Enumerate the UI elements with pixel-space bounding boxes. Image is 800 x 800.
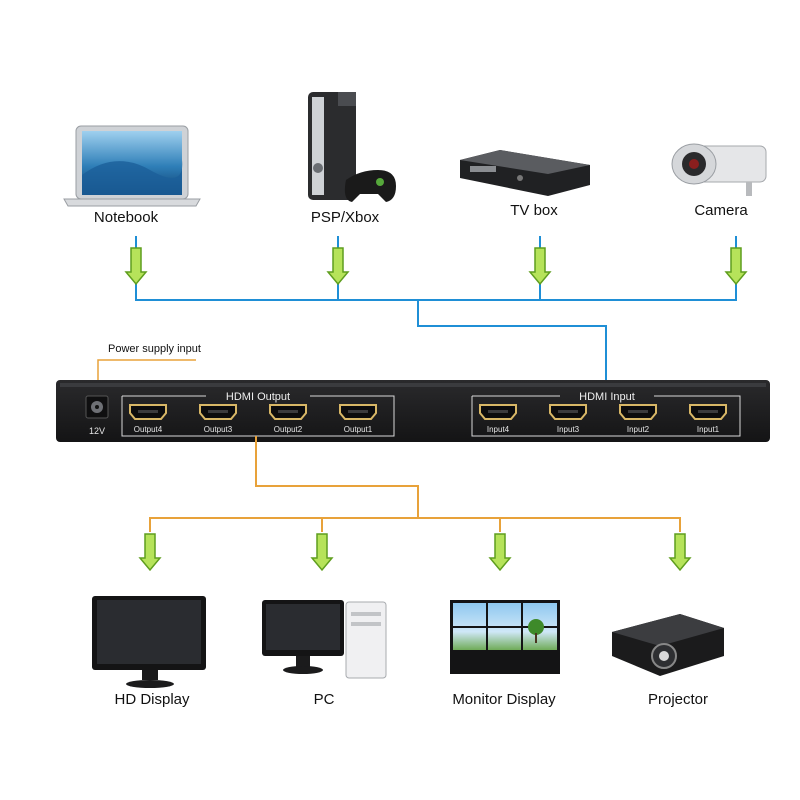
security-camera-icon: [671, 143, 767, 196]
hdmi-output-port-2-label: Output2: [274, 425, 303, 434]
input-arrow-1: [124, 247, 148, 286]
svg-text:HDMI Output: HDMI Output: [226, 391, 290, 403]
hdmi-input-port-4-label: Input4: [487, 425, 510, 434]
input-arrow-3: [528, 247, 552, 286]
hdmi-output-port-2: Output2: [269, 404, 307, 434]
input-arrow-4: [724, 247, 748, 286]
hdmi-output-port-4: Output4: [129, 404, 167, 434]
hdmi-input-group: HDMI Input: [471, 391, 741, 437]
display-label-1: HD Display: [114, 691, 190, 708]
svg-text:12V: 12V: [89, 426, 105, 436]
hdmi-input-port-1-label: Input1: [697, 425, 720, 434]
power-port: 12V: [85, 395, 109, 436]
input-wiring: [135, 236, 737, 392]
hdmi-input-port-2-label: Input2: [627, 425, 650, 434]
game-console-icon: [308, 92, 396, 202]
source-label-4: Camera: [694, 202, 748, 219]
video-wall-icon: [450, 600, 560, 674]
hdmi-matrix-device: 12V HDMI Output HDMI Input Output4 Output…: [56, 380, 770, 442]
set-top-box-icon: [460, 150, 590, 196]
source-label-3: TV box: [510, 202, 558, 219]
output-arrow-2: [310, 533, 334, 572]
display-label-4: Projector: [648, 691, 708, 708]
hdmi-input-port-2: Input2: [619, 404, 657, 434]
display-label-2: PC: [314, 691, 335, 708]
projector-icon: [612, 614, 724, 676]
hdmi-output-port-3-label: Output3: [204, 425, 233, 434]
hdmi-input-port-3: Input3: [549, 404, 587, 434]
output-arrow-3: [488, 533, 512, 572]
hdmi-output-port-3: Output3: [199, 404, 237, 434]
source-label-1: Notebook: [94, 209, 159, 226]
laptop-icon: [63, 125, 201, 207]
hdmi-output-group: HDMI Output: [121, 391, 395, 437]
source-label-2: PSP/Xbox: [311, 209, 380, 226]
output-arrow-1: [138, 533, 162, 572]
hdmi-input-port-3-label: Input3: [557, 425, 580, 434]
svg-text:HDMI Input: HDMI Input: [579, 391, 635, 403]
desktop-pc-icon: [262, 600, 387, 679]
monitor-icon: [92, 596, 206, 688]
hdmi-output-port-1: Output1: [339, 404, 377, 434]
hdmi-input-port-4: Input4: [479, 404, 517, 434]
display-label-3: Monitor Display: [452, 691, 556, 708]
output-wiring: [149, 436, 681, 532]
hdmi-output-port-4-label: Output4: [134, 425, 163, 434]
output-arrow-4: [668, 533, 692, 572]
input-arrow-2: [326, 247, 350, 286]
svg-text:Power supply input: Power supply input: [108, 343, 201, 355]
hdmi-input-port-1: Input1: [689, 404, 727, 434]
hdmi-output-port-1-label: Output1: [344, 425, 373, 434]
